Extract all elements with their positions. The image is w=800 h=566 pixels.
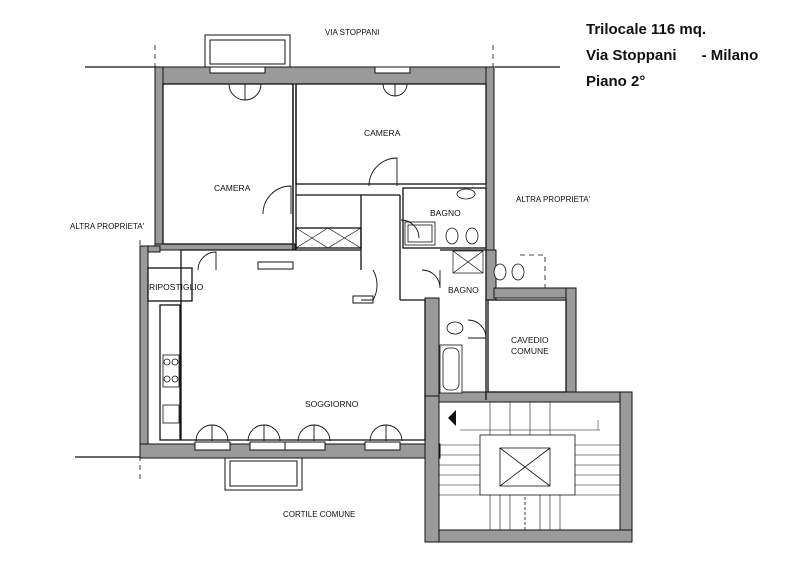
room-label-bagno-2: BAGNO (448, 285, 479, 295)
room-label-ripostiglio: RIPOSTIGLIO (149, 282, 204, 292)
balcony (204, 34, 303, 491)
kitchen (162, 354, 180, 424)
listing-address: Via Stoppani - Milano (586, 47, 759, 64)
doors (195, 83, 487, 442)
listing-floor: Piano 2° (586, 73, 646, 90)
street-label: VIA STOPPANI (325, 28, 379, 37)
room-label-cavedio: CAVEDIO (511, 335, 549, 345)
entrance-arrow-icon (448, 410, 456, 426)
property-dashed-lines (139, 45, 630, 480)
other-property-left-label: ALTRA PROPRIETA' (70, 222, 145, 231)
windows (194, 66, 411, 451)
staircase (438, 401, 621, 531)
courtyard-label: CORTILE COMUNE (283, 510, 355, 519)
fixtures (404, 188, 525, 394)
room-label-bagno-1: BAGNO (430, 208, 461, 218)
listing-title: Trilocale 116 mq. (586, 21, 707, 38)
partitions (147, 83, 567, 441)
other-property-right-label: ALTRA PROPRIETA' (516, 195, 591, 204)
room-label-camera-1: CAMERA (214, 183, 251, 193)
room-label-camera-2: CAMERA (364, 128, 401, 138)
walls (139, 66, 633, 543)
wardrobes (295, 227, 484, 274)
room-label-soggiorno: SOGGIORNO (305, 399, 359, 409)
room-label-comune: COMUNE (511, 346, 549, 356)
